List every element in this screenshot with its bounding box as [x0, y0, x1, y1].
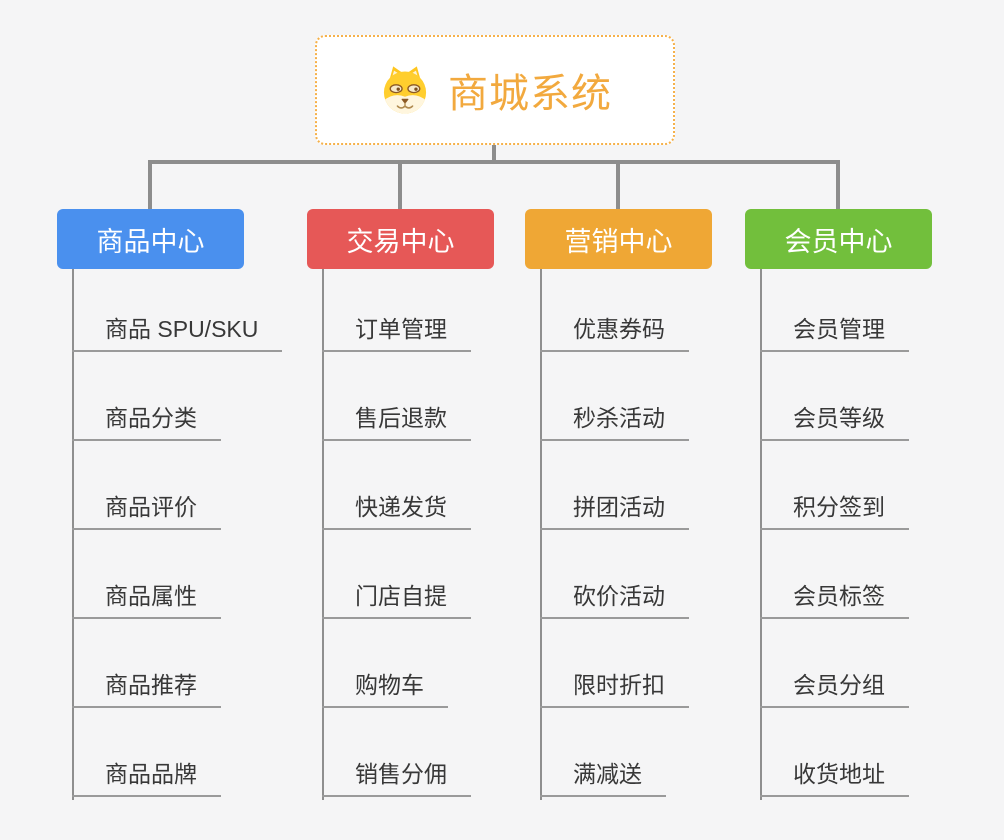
leaf-node[interactable]: 会员等级	[760, 405, 909, 442]
leaf-node[interactable]: 购物车	[322, 672, 448, 709]
connector-line	[836, 160, 840, 209]
root-node[interactable]: 商城系统	[315, 35, 675, 145]
leaf-node[interactable]: 商品评价	[72, 494, 221, 531]
leaf-node[interactable]: 限时折扣	[540, 672, 689, 709]
leaf-node[interactable]: 订单管理	[322, 316, 471, 353]
leaf-node[interactable]: 收货地址	[760, 761, 909, 798]
leaf-node[interactable]: 积分签到	[760, 494, 909, 531]
leaf-node[interactable]: 会员分组	[760, 672, 909, 709]
branch-label: 营销中心	[564, 226, 673, 257]
leaf-node[interactable]: 满减送	[540, 761, 666, 798]
branch-node-member-center[interactable]: 会员中心	[745, 209, 932, 269]
connector-line	[492, 144, 496, 164]
connector-line	[148, 160, 840, 164]
branch-node-marketing-center[interactable]: 营销中心	[525, 209, 712, 269]
branch-trunk-line	[540, 269, 542, 800]
leaf-node[interactable]: 商品分类	[72, 405, 221, 442]
leaf-node[interactable]: 售后退款	[322, 405, 471, 442]
leaf-node[interactable]: 商品品牌	[72, 761, 221, 798]
leaf-node[interactable]: 砍价活动	[540, 583, 689, 620]
leaf-node[interactable]: 门店自提	[322, 583, 471, 620]
branch-label: 商品中心	[96, 226, 205, 257]
leaf-node[interactable]: 秒杀活动	[540, 405, 689, 442]
shiba-dog-icon	[378, 63, 432, 117]
root-node-title: 商城系统	[448, 72, 612, 116]
branch-label: 会员中心	[784, 226, 893, 257]
branch-node-trade-center[interactable]: 交易中心	[307, 209, 494, 269]
leaf-node[interactable]: 优惠券码	[540, 316, 689, 353]
leaf-node[interactable]: 商品属性	[72, 583, 221, 620]
leaf-node[interactable]: 快递发货	[322, 494, 471, 531]
leaf-node[interactable]: 商品 SPU/SKU	[72, 316, 283, 353]
leaf-node[interactable]: 销售分佣	[322, 761, 471, 798]
branch-label: 交易中心	[346, 226, 455, 257]
leaf-node[interactable]: 拼团活动	[540, 494, 689, 531]
connector-line	[398, 160, 402, 209]
connector-line	[148, 160, 152, 209]
branch-node-product-center[interactable]: 商品中心	[57, 209, 244, 269]
connector-line	[616, 160, 620, 209]
leaf-node[interactable]: 会员标签	[760, 583, 909, 620]
leaf-node[interactable]: 商品推荐	[72, 672, 221, 709]
leaf-node[interactable]: 会员管理	[760, 316, 909, 353]
branch-trunk-line	[760, 269, 762, 800]
branch-trunk-line	[322, 269, 324, 800]
branch-trunk-line	[72, 269, 74, 800]
